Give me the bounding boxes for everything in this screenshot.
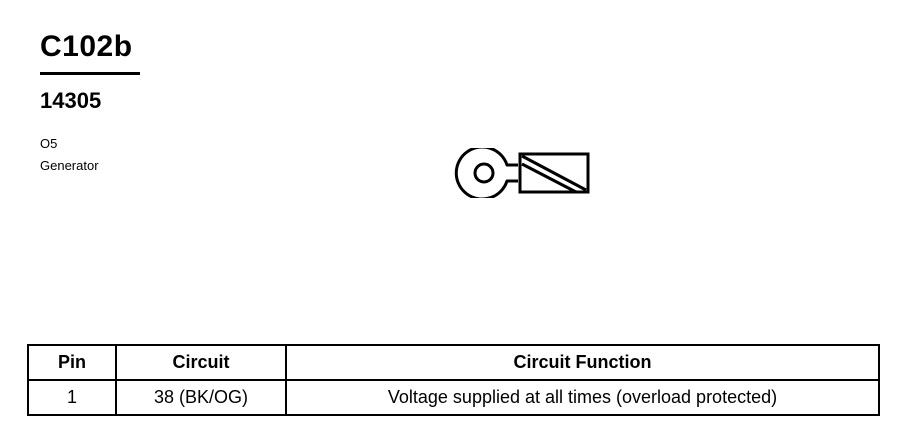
cell-circuit-function: Voltage supplied at all times (overload … <box>285 379 880 416</box>
pin-table: Pin Circuit Circuit Function 1 38 (BK/OG… <box>27 344 880 416</box>
title-underline <box>40 72 140 75</box>
cell-pin: 1 <box>27 379 117 416</box>
location-name: Generator <box>40 158 99 173</box>
table-row: 1 38 (BK/OG) Voltage supplied at all tim… <box>27 379 880 416</box>
header-circuit-function: Circuit Function <box>285 344 880 381</box>
location-code: O5 <box>40 136 58 151</box>
cell-circuit: 38 (BK/OG) <box>115 379 287 416</box>
header-pin: Pin <box>27 344 117 381</box>
header-circuit: Circuit <box>115 344 287 381</box>
connector-id: C102b <box>40 30 133 63</box>
table-header-row: Pin Circuit Circuit Function <box>27 344 880 381</box>
ring-terminal-icon <box>454 148 590 198</box>
part-number: 14305 <box>40 88 102 113</box>
